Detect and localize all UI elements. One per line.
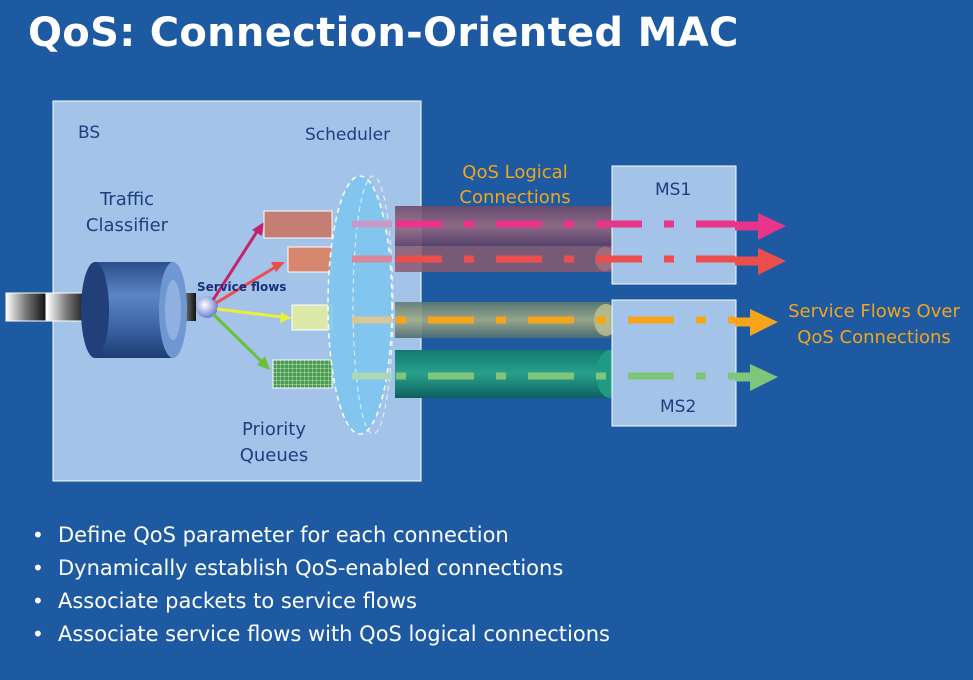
traffic-classifier-line1: Traffic <box>99 189 155 210</box>
bs-label: BS <box>78 123 101 143</box>
flow-line-red <box>352 248 786 275</box>
priority-queues-line1: Priority <box>241 419 307 440</box>
ms1-label: MS1 <box>655 180 692 200</box>
qos-logical-connections-label: QoS Logical Connections <box>455 160 575 210</box>
traffic-classifier-cylinder <box>81 262 187 358</box>
bullet-item: Associate service flows with QoS logical… <box>32 618 610 651</box>
priority-queues-label: Priority Queues <box>236 417 312 469</box>
flow-line-pink <box>352 213 786 240</box>
ms2-label: MS2 <box>660 397 697 417</box>
branch-arrows <box>211 222 292 370</box>
traffic-classifier-line2: Classifier <box>85 215 169 236</box>
bullet-item: Dynamically establish QoS-enabled connec… <box>32 552 610 585</box>
flow-line-yellow <box>352 309 778 336</box>
service-flows-over-line2: QoS Connections <box>797 327 951 348</box>
service-flows-over-line1: Service Flows Over <box>788 301 960 322</box>
qos-logical-line2: Connections <box>459 187 571 208</box>
qos-logical-line1: QoS Logical <box>462 162 568 183</box>
qos-connection-tubes <box>395 206 624 398</box>
service-flows-over-qos-label: Service Flows Over QoS Connections <box>786 299 962 351</box>
priority-queues-line2: Queues <box>239 445 309 466</box>
scheduler-label: Scheduler <box>305 125 391 145</box>
priority-queue-3 <box>291 304 333 331</box>
qos-mac-diagram <box>5 100 786 482</box>
traffic-classifier-label: Traffic Classifier <box>80 187 174 239</box>
classifier-node <box>196 296 218 318</box>
slide-title: QoS: Connection-Oriented MAC <box>28 10 739 56</box>
priority-queue-2 <box>287 246 333 273</box>
bullet-list: Define QoS parameter for each connection… <box>32 519 610 651</box>
scheduler-disc <box>327 175 394 435</box>
flow-line-green <box>352 364 778 391</box>
service-flows-label: Service flows <box>197 280 287 294</box>
priority-queue-1 <box>263 210 333 239</box>
bullet-item: Associate packets to service flows <box>32 585 610 618</box>
bullet-item: Define QoS parameter for each connection <box>32 519 610 552</box>
priority-queue-4 <box>272 359 333 389</box>
